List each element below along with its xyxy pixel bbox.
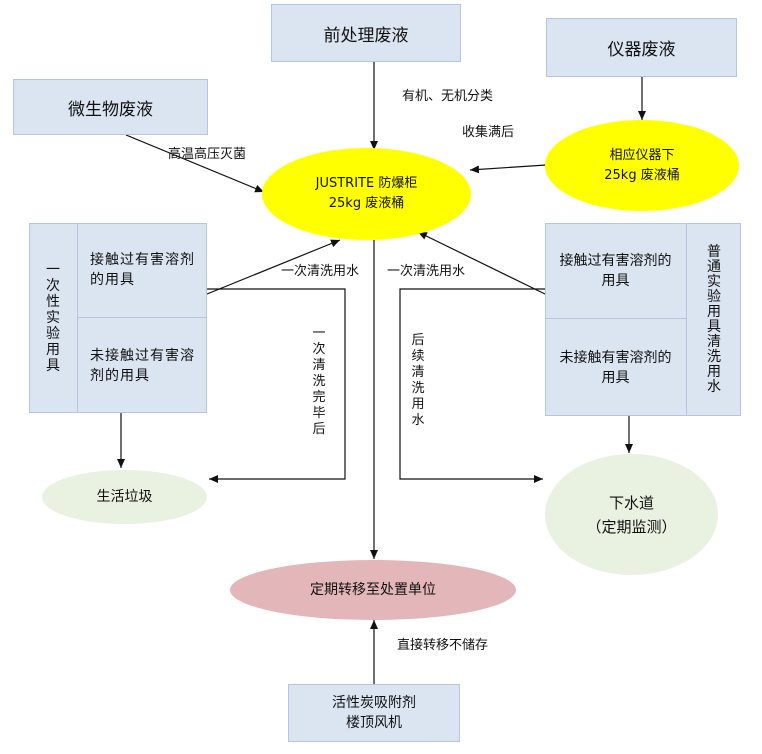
disposable-tools-group <box>29 223 207 413</box>
arrow-bucket-to-cabinet <box>469 164 547 174</box>
pretreatment-waste-box: 前处理废液 <box>271 4 461 62</box>
sewer-label-line1: 下水道 <box>608 493 654 512</box>
cabinet-label-line1: JUSTRITE 防爆柜 <box>315 176 418 191</box>
disposable-untouched-label: 未接触过有害溶剂的用具 <box>90 347 195 384</box>
cabinet-ellipse: JUSTRITE 防爆柜 25kg 废液桶 <box>262 148 471 240</box>
carbon-box: 活性炭吸附剂 楼顶风机 <box>288 684 460 742</box>
disposable-title-cell: 一次性实验用具 <box>29 223 78 413</box>
arrow-subsequent-rinse-to-sewer <box>399 288 545 483</box>
arrow-microbe-to-cabinet <box>125 134 265 193</box>
common-untouched-cell: 未接触有害溶剂的用具 <box>545 319 687 416</box>
cabinet-label-line2: 25kg 废液桶 <box>328 196 405 211</box>
common-touched-label: 接触过有害溶剂的用具 <box>559 252 672 289</box>
disposable-touched-cell: 接触过有害溶剂的用具 <box>78 223 207 318</box>
disposal-ellipse: 定期转移至处置单位 <box>230 560 516 620</box>
disposable-touched-label: 接触过有害溶剂的用具 <box>90 252 195 288</box>
common-title-cell: 普通实验用具清洗用水 <box>687 223 741 416</box>
common-untouched-label: 未接触有害溶剂的用具 <box>559 349 672 386</box>
after-first-rinse-label: 一次清洗完毕后 <box>312 326 326 437</box>
common-touched-cell: 接触过有害溶剂的用具 <box>545 223 687 319</box>
instrument-bucket-ellipse: 相应仪器下 25kg 废液桶 <box>545 120 739 211</box>
microbe-waste-label: 微生物废液 <box>68 99 153 120</box>
sewer-label-line2: （定期监测） <box>586 517 677 536</box>
common-tools-group <box>545 223 741 416</box>
subsequent-rinse-label: 后续清洗用水 <box>411 333 425 428</box>
instrument-waste-label: 仪器废液 <box>607 40 676 60</box>
arrow-disposable-rinse-to-cabinet <box>206 239 341 295</box>
instrument-waste-box: 仪器废液 <box>546 18 737 77</box>
disposable-untouched-cell: 未接触过有害溶剂的用具 <box>78 318 207 413</box>
first-rinse-right-label: 一次清洗用水 <box>387 264 466 279</box>
arrow-common-rinse-to-cabinet <box>417 231 546 295</box>
arrow-after-rinse-to-trash <box>207 288 346 483</box>
collect-full-label: 收集满后 <box>462 125 515 140</box>
trash-label: 生活垃圾 <box>96 489 153 505</box>
common-title-label: 普通实验用具清洗用水 <box>707 243 721 395</box>
organic-sort-label: 有机、无机分类 <box>402 89 494 104</box>
sewer-ellipse: 下水道 （定期监测） <box>545 454 718 575</box>
instrument-bucket-label-line2: 25kg 废液桶 <box>604 167 680 183</box>
disposal-label: 定期转移至处置单位 <box>310 582 436 598</box>
first-rinse-left-label: 一次清洗用水 <box>281 264 360 279</box>
carbon-label-line2: 楼顶风机 <box>346 715 402 731</box>
carbon-label-line1: 活性炭吸附剂 <box>332 695 416 711</box>
instrument-bucket-label-line1: 相应仪器下 <box>609 147 675 163</box>
direct-transfer-label: 直接转移不储存 <box>397 638 489 653</box>
sterilize-label: 高温高压灭菌 <box>168 147 247 162</box>
trash-ellipse: 生活垃圾 <box>42 470 207 524</box>
pretreatment-waste-label: 前处理废液 <box>323 25 409 46</box>
microbe-waste-box: 微生物废液 <box>13 79 208 135</box>
disposable-title-label: 一次性实验用具 <box>46 262 60 374</box>
